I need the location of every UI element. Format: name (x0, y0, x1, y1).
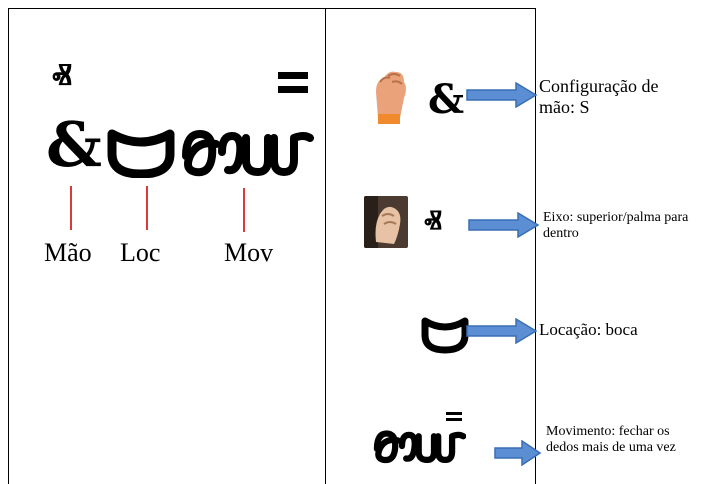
movement-annotation: Movimento: fechar os dedos mais de uma v… (546, 424, 676, 456)
axis-glyph-small-icon: ⱏ (424, 203, 442, 244)
location-label: Loc (120, 238, 161, 267)
location-leader-line (146, 186, 148, 230)
location-annotation: Locação: boca (539, 320, 638, 339)
frame-right-border (535, 8, 536, 484)
movement-glyph-small-icon (373, 430, 466, 464)
axis-annotation: Eixo: superior/palma para dentro (543, 210, 689, 242)
fist-photo-icon (366, 62, 412, 124)
arrow-movement-icon (494, 440, 542, 466)
movement-label: Mov (224, 238, 274, 267)
repeat-marker-small-icon (446, 412, 462, 422)
hand-label: Mão (44, 238, 92, 267)
movement-glyph-icon (182, 130, 314, 177)
hand-config-annotation: Configuração de mão: S (539, 76, 659, 117)
frame-top-border (8, 8, 536, 9)
movement-leader-line (243, 188, 245, 232)
arrow-axis-icon (468, 212, 540, 238)
frame-left-border (8, 8, 9, 484)
arrow-hand-config-icon (466, 82, 538, 108)
hand-sign-glyph-icon: & (46, 108, 102, 181)
arrow-location-icon (466, 318, 538, 344)
mouth-location-small-icon (421, 317, 469, 354)
mouth-location-glyph-icon (107, 129, 175, 178)
panel-divider (325, 8, 326, 484)
hand-palm-photo-icon (364, 196, 408, 248)
repeat-marker-icon (278, 72, 308, 94)
hand-leader-line (70, 186, 72, 230)
axis-glyph-icon: ⱏ (52, 55, 72, 101)
hand-sign-small-icon: & (428, 76, 465, 123)
